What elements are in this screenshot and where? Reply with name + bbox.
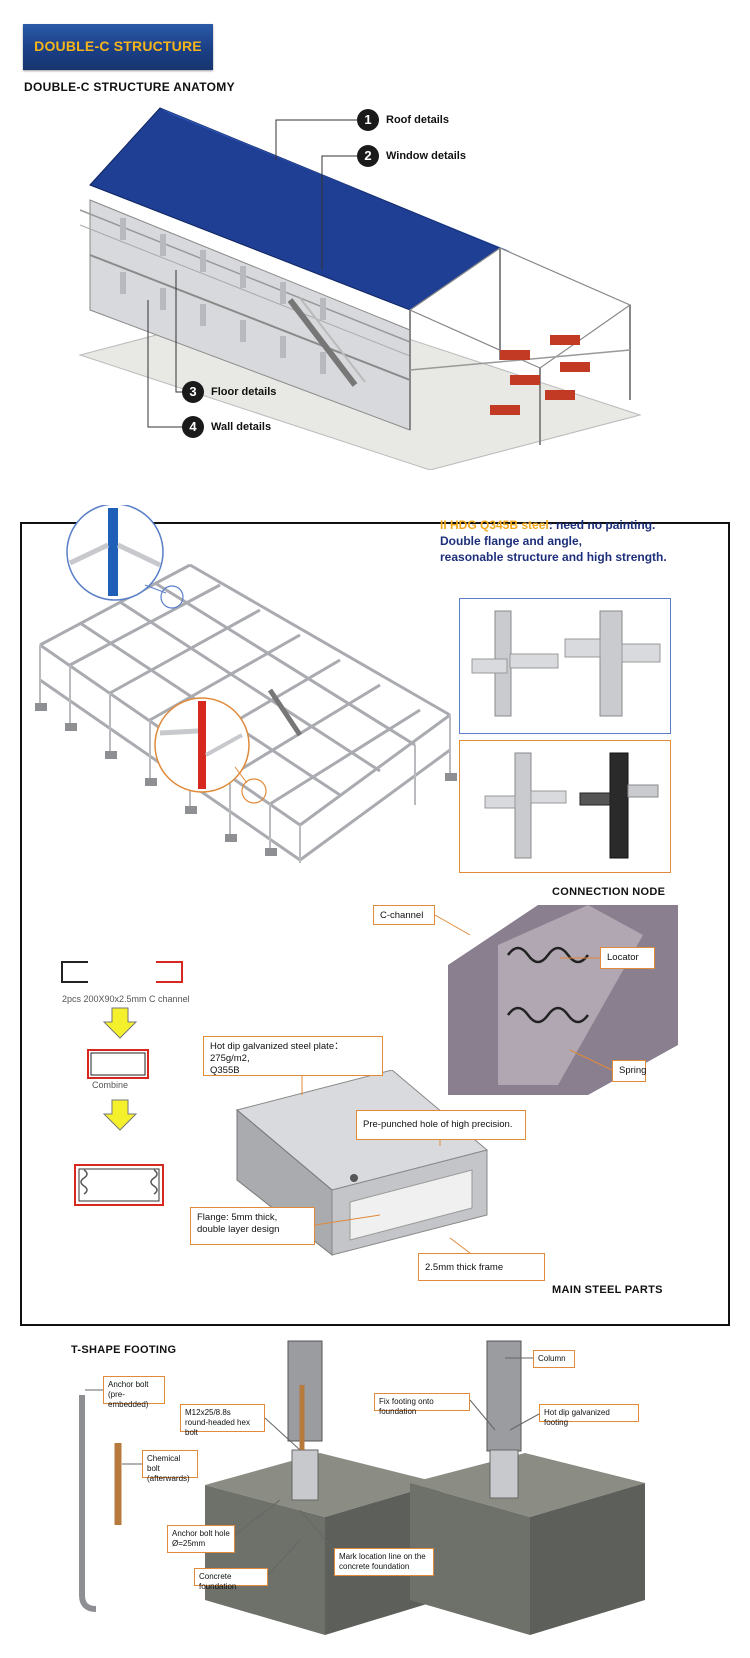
steel-frame-skeleton [35,505,457,863]
anatomy-leaders [147,119,358,428]
combined-spring-channel [74,1164,164,1206]
label-plate: Hot dip galvanized steel plate：275g/m2, … [203,1036,383,1076]
building-illustration [78,107,642,470]
label-chemical-bolt: Chemical bolt (afterwards) [142,1450,198,1483]
footing-leaders [85,1357,540,1576]
callout-2-badge: 2 [357,145,379,167]
feature-line-2: Double flange and angle, [440,534,583,549]
label-spring: Spring [612,1060,646,1082]
c-channel-process [61,961,183,1131]
label-fix-footing: Fix footing onto foundation [374,1393,470,1416]
connection-box-blue [459,598,671,734]
label-hex-bolt: M12x25/8.8s round-headed hex bolt [180,1404,265,1437]
label-locator: Locator [600,947,655,969]
callout-wall-details: Wall details [211,421,272,433]
label-mark-line: Mark location line on the concrete found… [334,1548,434,1576]
callout-window-details: Window details [386,150,466,162]
combine-caption: Combine [92,1080,129,1090]
connection-box-orange [459,740,671,873]
label-c-channel: C-channel [373,905,435,925]
main-parts-label: MAIN STEEL PARTS [552,1284,663,1296]
footing-heading: T-SHAPE FOOTING [71,1344,177,1356]
anatomy-heading: DOUBLE-C STRUCTURE ANATOMY [24,80,235,94]
callout-floor-details: Floor details [211,386,277,398]
feature-suffix: : need no painting. [548,518,656,532]
steel-panel [20,522,730,1326]
label-column: Column [533,1350,575,1368]
feature-line-3: reasonable structure and high strength. [440,550,667,565]
callout-4-badge: 4 [182,416,204,438]
label-concrete-foundation: Concrete foundation [194,1568,268,1591]
label-hole: Pre-punched hole of high precision. [356,1110,526,1140]
callout-roof-details: Roof details [386,114,449,126]
steel-feature-text: II HDG Q345B steel: need no painting. Do… [440,517,710,566]
connection-node-blue-render [471,610,661,717]
feature-prefix: II HDG Q345B steel [440,518,549,532]
channel-caption: 2pcs 200X90x2.5mm C channel [62,994,190,1004]
title-banner: DOUBLE-C STRUCTURE [23,24,213,70]
feature-line-1: II HDG Q345B steel: need no painting. [440,517,710,533]
connection-node-orange-render [484,752,659,859]
callout-1-badge: 1 [357,109,379,131]
label-frame: 2.5mm thick frame [418,1253,545,1281]
connection-node-label: CONNECTION NODE [552,886,666,898]
label-flange: Flange: 5mm thick, double layer design [190,1207,315,1245]
label-anchor-hole: Anchor bolt hole Ø=25mm [167,1525,235,1553]
steel-leaders [301,914,613,1254]
callout-3-badge: 3 [182,381,204,403]
banner-title: DOUBLE-C STRUCTURE [34,38,202,54]
label-anchor-bolt: Anchor bolt (pre-embedded) [103,1376,165,1409]
label-hdg-footing: Hot dip galvanized footing [539,1404,639,1427]
